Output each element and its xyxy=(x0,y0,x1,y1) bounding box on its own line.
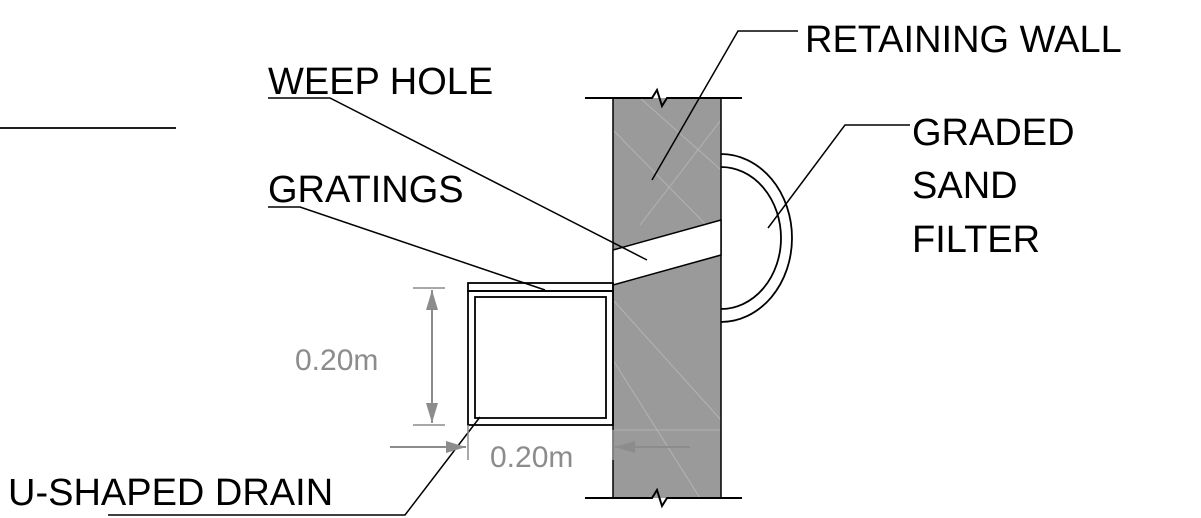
label-sand-filter-1: GRADED xyxy=(912,112,1075,154)
label-sand-filter-3: FILTER xyxy=(912,219,1040,261)
dimension-width: 0.20m xyxy=(390,425,690,474)
top-break-line xyxy=(585,87,742,109)
leader-weep-hole xyxy=(268,97,648,261)
leader-retaining-wall xyxy=(651,30,798,181)
label-drain: U-SHAPED DRAIN xyxy=(8,472,333,514)
leader-sand-filter xyxy=(767,124,910,229)
dimension-height: 0.20m xyxy=(295,287,445,426)
wall-body xyxy=(613,98,721,498)
label-weep-hole: WEEP HOLE xyxy=(268,61,493,103)
dimension-width-label: 0.20m xyxy=(490,441,573,474)
grating-plate xyxy=(467,282,614,292)
weep-hole xyxy=(612,219,722,286)
label-retaining-wall: RETAINING WALL xyxy=(805,19,1122,61)
retaining-wall xyxy=(585,87,742,509)
label-gratings: GRATINGS xyxy=(268,169,464,211)
sand-filter xyxy=(720,153,793,323)
dimension-height-label: 0.20m xyxy=(295,344,378,377)
label-sand-filter-2: SAND xyxy=(912,165,1018,207)
leader-gratings xyxy=(268,206,546,291)
leader-lines xyxy=(108,30,910,516)
wall-hatch xyxy=(612,97,722,499)
u-shaped-drain xyxy=(467,282,614,426)
bottom-break-line xyxy=(585,487,742,509)
